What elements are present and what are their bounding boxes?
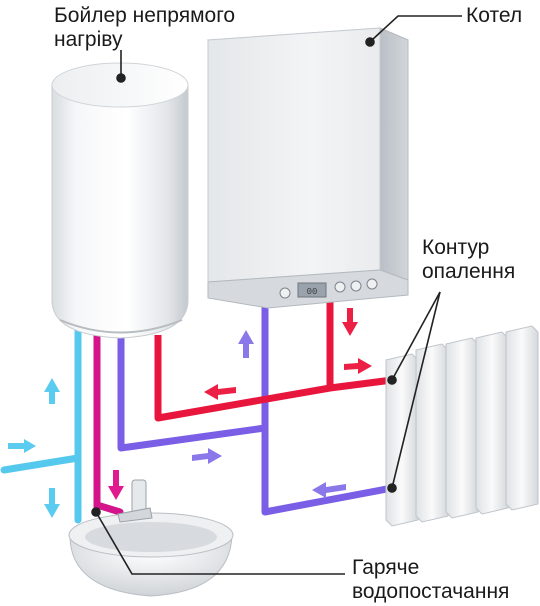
hot-arrow-right: [344, 358, 372, 374]
radiator-section: [505, 325, 539, 511]
kotel-display-readout: 00: [307, 287, 318, 297]
tank-return-pipe: [117, 305, 269, 452]
return-arrow-right: [192, 448, 222, 464]
radiator: [385, 325, 539, 527]
callout-heating: [387, 291, 441, 493]
hot-arrow-down: [342, 308, 358, 336]
kotel-knob[interactable]: [350, 280, 362, 292]
flow-arrows: [8, 308, 372, 518]
label-kotel: Котел: [466, 4, 523, 27]
return-arrow-left: [312, 482, 346, 498]
pipes: [0, 300, 393, 524]
tank-supply-pipe: [154, 335, 331, 422]
faucet[interactable]: [117, 479, 153, 523]
cold-arrow-down: [44, 488, 60, 518]
cold-water-inlet-pipe: [0, 454, 82, 474]
callout-kotel: [365, 15, 462, 47]
heating-return-pipe: [261, 428, 393, 516]
radiator-section: [475, 331, 509, 515]
kotel-knob[interactable]: [279, 287, 291, 299]
radiator-section: [415, 343, 449, 523]
label-indirect-boiler: Бойлер непрямого нагріву: [54, 4, 236, 51]
cold-arrow-right: [8, 439, 36, 453]
kotel-unit: 00: [206, 27, 409, 309]
callout-boiler: [116, 50, 126, 83]
callouts: [91, 15, 462, 575]
cold-arrow-up: [44, 378, 60, 404]
sink: [68, 479, 234, 597]
dhw-arrow-down: [108, 470, 124, 500]
kotel-knob[interactable]: [366, 278, 378, 290]
hot-arrow-left: [204, 384, 236, 400]
kotel-display: [297, 282, 327, 298]
heating-supply-pipe: [326, 300, 393, 392]
return-arrow-up: [238, 330, 254, 358]
kotel-knob[interactable]: [334, 281, 346, 293]
radiator-section: [445, 337, 479, 519]
indirect-boiler-tank: [51, 62, 189, 339]
label-hot-water-supply: Гаряче водопостачання: [352, 556, 510, 603]
label-heating-circuit: Контур опалення: [422, 236, 516, 283]
hot-domestic-water-pipe: [93, 326, 124, 516]
callout-hot-water: [91, 507, 345, 575]
